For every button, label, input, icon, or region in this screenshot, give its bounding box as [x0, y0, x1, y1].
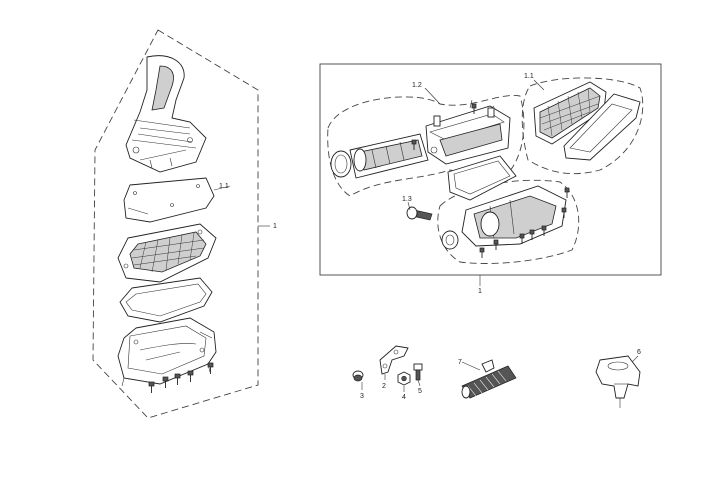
screw [162, 376, 169, 388]
right-element-leader [533, 79, 545, 91]
callout-left-element: 1.1 [219, 183, 229, 190]
right-lower-case [441, 185, 567, 250]
screw [148, 381, 155, 393]
part-6-cover: 6 [595, 349, 641, 408]
left-screws [148, 362, 214, 393]
callout-left-assembly: 1 [273, 223, 277, 230]
right-screws [411, 103, 570, 258]
left-gasket [119, 277, 213, 323]
right-assembly-boundary [319, 63, 662, 276]
screw [187, 370, 194, 382]
callout-right-assembly: 1 [478, 288, 482, 295]
left-filter-element [123, 177, 215, 223]
callout-part-3: 3 [360, 393, 364, 400]
part-7-hose: 7 [458, 359, 517, 399]
right-filter-element [533, 81, 641, 161]
screw [561, 207, 567, 218]
screw [471, 103, 477, 114]
screw [207, 362, 214, 374]
screw [411, 139, 417, 150]
part-4-nut: 4 [397, 371, 411, 401]
callout-part-6: 6 [637, 349, 641, 356]
part-5-bolt: 5 [413, 363, 423, 395]
part-3-bushing: 3 [352, 370, 364, 400]
screw [493, 239, 499, 250]
callout-right-tube: 1.2 [412, 82, 422, 89]
right-element-boundary [521, 77, 644, 175]
screw [564, 187, 570, 198]
right-subassembly-boundary [327, 94, 525, 197]
callout-part-7: 7 [458, 359, 462, 366]
screw [529, 229, 535, 240]
screw [174, 373, 181, 385]
left-element-leader [213, 185, 231, 191]
right-lower-boundary [437, 179, 580, 264]
left-assembly-boundary [92, 29, 259, 419]
right-upper-case [425, 99, 511, 165]
left-air-filter-assembly: 1.1 1 [92, 29, 277, 419]
right-air-filter-assembly: 1.3 1.2 1.1 1 [319, 63, 662, 295]
right-tube-leader [424, 87, 441, 105]
left-filter-grid-frame [117, 223, 217, 283]
right-gasket [447, 155, 517, 201]
callout-part-2: 2 [382, 383, 386, 390]
right-bolt [406, 201, 433, 221]
callout-part-5: 5 [418, 388, 422, 395]
screw [519, 233, 525, 244]
screw [479, 247, 485, 258]
left-lower-housing [117, 317, 217, 387]
part-2-bracket: 2 [379, 345, 409, 390]
right-intake-tube [330, 133, 429, 179]
left-intake-duct [125, 55, 207, 173]
screw [541, 225, 547, 236]
loose-parts: 3 2 4 5 [352, 345, 641, 408]
callout-right-bolt: 1.3 [402, 196, 412, 203]
callout-part-4: 4 [402, 394, 406, 401]
callout-right-element: 1.1 [524, 73, 534, 80]
